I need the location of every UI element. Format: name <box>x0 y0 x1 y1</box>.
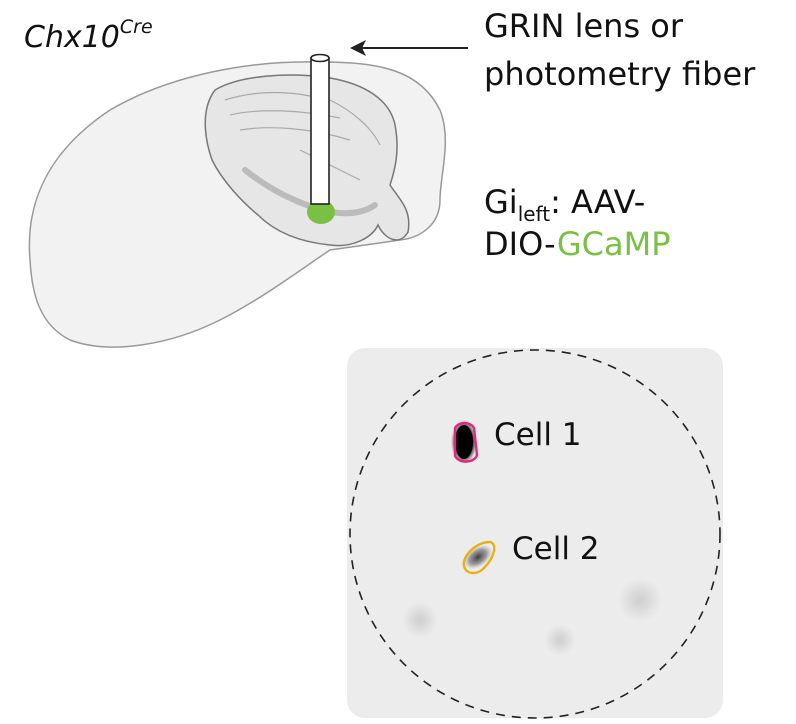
implant-label-line1: GRIN lens or <box>484 7 684 45</box>
region-subscript: left <box>517 202 551 226</box>
background-haze <box>402 602 438 638</box>
imaging-field-circle <box>349 349 721 719</box>
cerebellum-folds <box>224 91 381 181</box>
cell-1-core <box>455 425 473 459</box>
injection-site <box>307 200 335 224</box>
virus-construct: DIO- <box>484 225 557 263</box>
imaging-panel <box>347 348 723 718</box>
cell-1-outline <box>453 421 479 463</box>
cell-2-outline <box>462 540 496 575</box>
cell-2-label: Cell 2 <box>512 531 600 567</box>
implant-top <box>310 53 330 63</box>
pointer-arrow-head <box>350 40 366 56</box>
indicator-name: GCaMP <box>556 225 671 263</box>
region-name: Gi <box>484 183 518 221</box>
injection-label-line2: DIO-GCaMP <box>484 228 671 260</box>
genotype-superscript: Cre <box>119 16 153 38</box>
virus-prefix: : AAV- <box>550 183 646 221</box>
implant-label-line2: photometry fiber <box>484 55 756 93</box>
background-haze <box>618 578 662 622</box>
implant-cylinder <box>310 57 330 205</box>
background-haze <box>544 624 576 656</box>
cell-1-label: Cell 1 <box>494 417 582 453</box>
genotype-title: Chx10Cre <box>24 16 153 55</box>
injection-label-line1: Gileft: AAV- <box>484 186 645 224</box>
